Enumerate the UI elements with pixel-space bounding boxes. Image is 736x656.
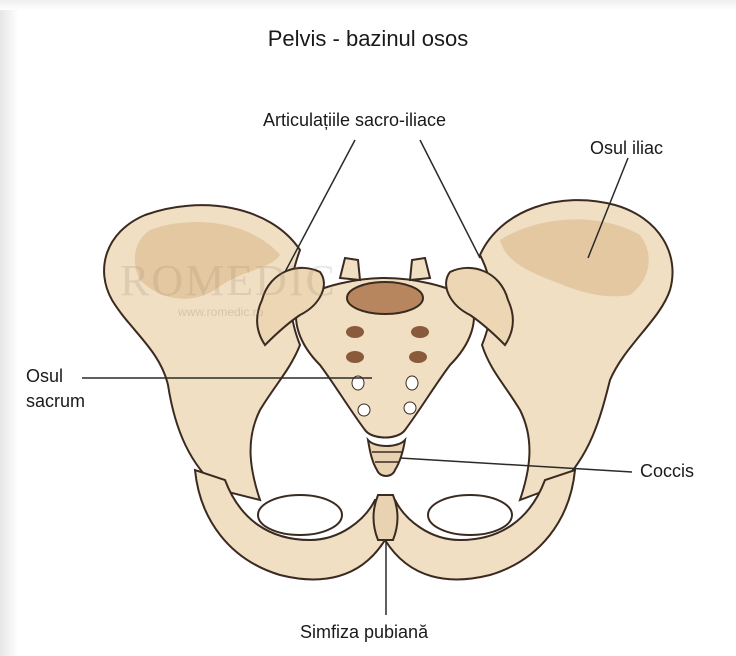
pubic-symphysis (374, 495, 398, 540)
leader-line-coccyx (400, 458, 632, 472)
label-sacrum-line2: sacrum (26, 391, 85, 412)
left-obturator-foramen (258, 495, 342, 535)
leader-line-sacroiliac-left (285, 140, 355, 272)
watermark-url: www.romedic.ro (178, 305, 263, 319)
label-pubic-symphysis: Simfiza pubiană (300, 622, 428, 643)
sacral-promontory (347, 282, 423, 314)
sacral-foramen (346, 326, 364, 338)
label-sacroiliac-joints: Articulațiile sacro-iliace (263, 110, 446, 131)
label-coccyx: Coccis (640, 461, 694, 482)
sacral-foramen (404, 402, 416, 414)
coccyx (368, 440, 405, 476)
sacral-foramen (346, 351, 364, 363)
sacral-foramen (406, 376, 418, 390)
sacral-foramen (358, 404, 370, 416)
sacral-foramen (409, 351, 427, 363)
label-iliac-bone: Osul iliac (590, 138, 663, 159)
watermark-logo: ROMEDIC (120, 255, 337, 306)
leader-line-sacroiliac-right (420, 140, 480, 258)
right-superior-articular-process (410, 258, 430, 280)
right-obturator-foramen (428, 495, 512, 535)
left-superior-articular-process (340, 258, 360, 280)
sacral-foramen (411, 326, 429, 338)
label-sacrum-line1: Osul (26, 366, 63, 387)
